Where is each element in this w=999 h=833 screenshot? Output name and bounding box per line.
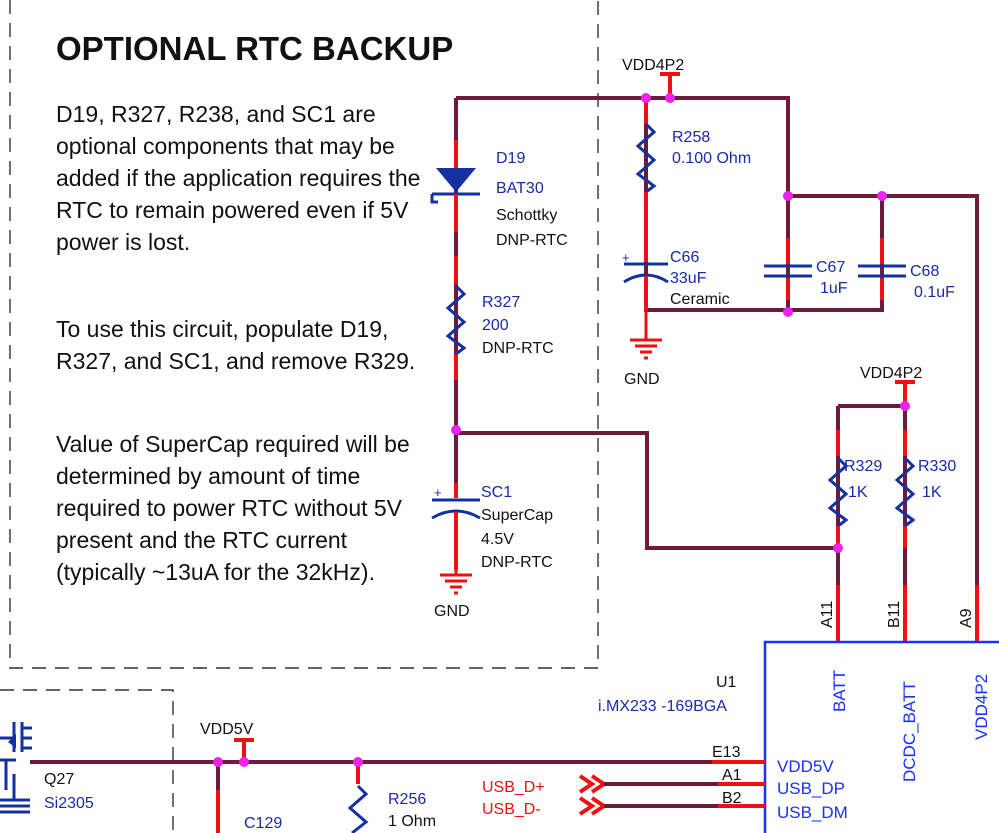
vdd4p2-power-symbol-top: VDD4P2 (622, 57, 684, 98)
net-label-vdd4p2-right: VDD4P2 (860, 365, 922, 382)
net-label-vdd4p2-top: VDD4P2 (622, 57, 684, 74)
u1-pin-b11: B11 (886, 601, 903, 628)
u1-value: i.MX233 -169BGA (598, 698, 727, 715)
sc1-voltage: 4.5V (481, 531, 514, 548)
q27-ref: Q27 (44, 771, 74, 788)
net-label-gnd-1: GND (624, 371, 660, 388)
net-label-vdd5v: VDD5V (200, 721, 254, 738)
u1-pin-a1: A1 (722, 767, 742, 784)
usb-offpage-connectors: USB_D+ USB_D- (482, 774, 608, 818)
c67-value: 1uF (820, 280, 848, 297)
section-title: OPTIONAL RTC BACKUP (56, 30, 454, 67)
sc1-ref: SC1 (481, 484, 512, 501)
net-label-usb-dp: USB_D+ (482, 779, 545, 796)
gnd-symbol-2: GND (434, 570, 472, 620)
r258-value: 0.100 Ohm (672, 150, 751, 167)
u1-pin-a11: A11 (819, 601, 836, 628)
net-label-gnd-2: GND (434, 603, 470, 620)
r327-dnp: DNP-RTC (482, 340, 554, 357)
c129-ref: C129 (244, 815, 282, 832)
d19-value: BAT30 (496, 180, 544, 197)
u1-pin-stubs: A11 B11 A9 (819, 585, 979, 642)
u1-pinname-usb-dp: USB_DP (777, 779, 845, 798)
u1-ic: U1 i.MX233 -169BGA BATT DCDC_BATT VDD4P2… (598, 640, 999, 833)
u1-pinname-usb-dm: USB_DM (777, 803, 848, 822)
sc1-value: SuperCap (481, 507, 553, 524)
c66-type: Ceramic (670, 291, 730, 308)
r329-resistor: R329 1K (827, 430, 882, 548)
r330-ref: R330 (918, 458, 956, 475)
u1-pinname-dcdc-batt: DCDC_BATT (900, 681, 919, 782)
c68-ref: C68 (910, 263, 939, 280)
u1-pinname-batt: BATT (830, 670, 849, 712)
note-paragraph-3: Value of SuperCap required will be deter… (56, 431, 410, 585)
svg-text:+: + (434, 485, 442, 500)
u1-pin-e13: E13 (712, 744, 741, 761)
rtc-backup-boundary (9, 0, 599, 669)
r329-ref: R329 (844, 458, 882, 475)
sc1-supercap: + SC1 SuperCap 4.5V DNP-RTC (431, 483, 553, 571)
c66-value: 33uF (670, 270, 707, 287)
r258-ref: R258 (672, 129, 710, 146)
wire-rtc-to-batt (456, 431, 838, 550)
vdd4p2-power-symbol-right: VDD4P2 (860, 365, 922, 406)
u1-pinname-vdd5v: VDD5V (777, 757, 834, 776)
junction-dots (213, 93, 910, 767)
c68-capacitor: C68 0.1uF (858, 238, 955, 301)
sc1-dnp: DNP-RTC (481, 554, 553, 571)
r327-value: 200 (482, 317, 509, 334)
d19-dnp: DNP-RTC (496, 232, 568, 249)
note-paragraph-1: D19, R327, R238, and SC1 are optional co… (56, 101, 421, 255)
q27-mosfet: Q27 Si2305 (0, 722, 94, 814)
r330-value: 1K (922, 484, 942, 501)
net-label-usb-dm: USB_D- (482, 801, 541, 818)
r330-resistor: R330 1K (894, 430, 956, 548)
d19-diode: D19 BAT30 Schottky DNP-RTC (430, 140, 568, 249)
r256-ref: R256 (388, 791, 426, 808)
c68-value: 0.1uF (914, 284, 955, 301)
u1-ref: U1 (716, 674, 737, 691)
r256-resistor: R256 1 Ohm (347, 762, 436, 833)
power-section-boundary (0, 689, 174, 833)
gnd-symbol-1: GND (624, 310, 662, 388)
d19-ref: D19 (496, 150, 525, 167)
r256-value: 1 Ohm (388, 813, 436, 830)
r327-resistor: R327 200 DNP-RTC (445, 256, 554, 380)
q27-value: Si2305 (44, 795, 94, 812)
r258-resistor: R258 0.100 Ohm (635, 100, 751, 216)
r329-value: 1K (848, 484, 868, 501)
c67-capacitor: C67 1uF (764, 238, 848, 300)
vdd5v-power-symbol: VDD5V (200, 721, 254, 762)
u1-pin-b2: B2 (722, 790, 742, 807)
u1-pin-a9: A9 (958, 608, 975, 628)
r327-ref: R327 (482, 294, 520, 311)
svg-text:+: + (622, 250, 630, 265)
d19-type: Schottky (496, 207, 557, 224)
note-paragraph-2: To use this circuit, populate D19, R327,… (56, 316, 416, 374)
c66-capacitor: + C66 33uF Ceramic (622, 216, 730, 310)
u1-pinname-vdd4p2: VDD4P2 (972, 674, 991, 740)
c66-ref: C66 (670, 249, 699, 266)
c67-ref: C67 (816, 259, 845, 276)
